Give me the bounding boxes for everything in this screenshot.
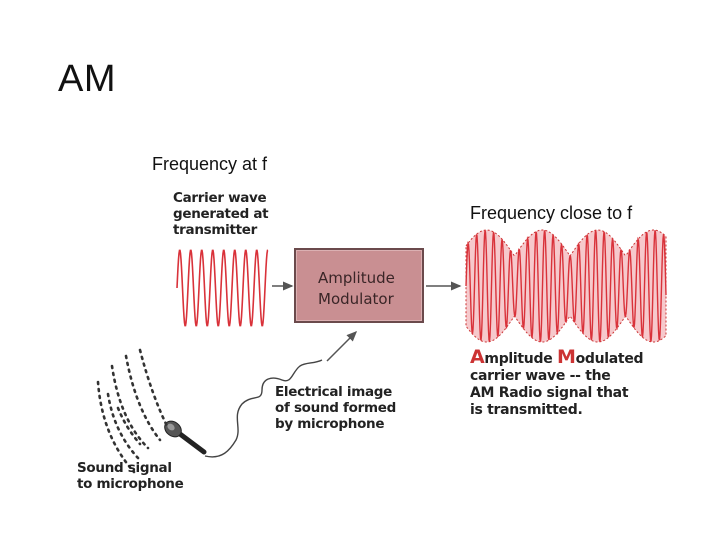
modulated-frequency-caption: Frequency close to f [470,203,633,223]
sound-waves-icon [96,348,170,474]
carrier-frequency-caption: Frequency at f [152,154,268,174]
am-signal-label: Amplitude Modulated carrier wave -- the … [470,346,644,419]
carrier-label-line: transmitter [173,222,257,238]
carrier-label-line: generated at [173,206,269,222]
carrier-label-line: Carrier wave [173,190,267,206]
am-label-line: is transmitted. [470,402,583,418]
am-label-line: AM Radio signal that [470,385,629,401]
am-rest-1: mplitude [484,351,557,367]
electrical-label-line: Electrical image [275,384,393,400]
am-rest-2: odulated [575,351,644,367]
slide-title: AM [58,58,116,100]
carrier-wave [176,249,269,327]
electrical-label-line: of sound formed [275,400,396,416]
modulator-label-line2: Modulator [318,290,394,308]
am-cap-a: A [470,346,485,368]
sound-signal-label: Sound signal to microphone [77,460,184,492]
signal-to-modulator-arrow [326,330,358,362]
modulator-label-line1: Amplitude [318,269,395,287]
electrical-signal-line [204,359,323,458]
am-cap-m: M [556,346,576,368]
electrical-image-label: Electrical image of sound formed by micr… [275,384,396,432]
carrier-wave-label: Carrier wave generated at transmitter [173,190,269,238]
am-modulated-wave [465,230,667,342]
microphone-icon [164,420,207,455]
sound-label-line: to microphone [77,476,184,492]
amplitude-modulator-box: Amplitude Modulator [294,248,424,323]
sound-label-line: Sound signal [77,460,172,476]
electrical-label-line: by microphone [275,416,385,432]
am-label-line: carrier wave -- the [470,368,611,384]
